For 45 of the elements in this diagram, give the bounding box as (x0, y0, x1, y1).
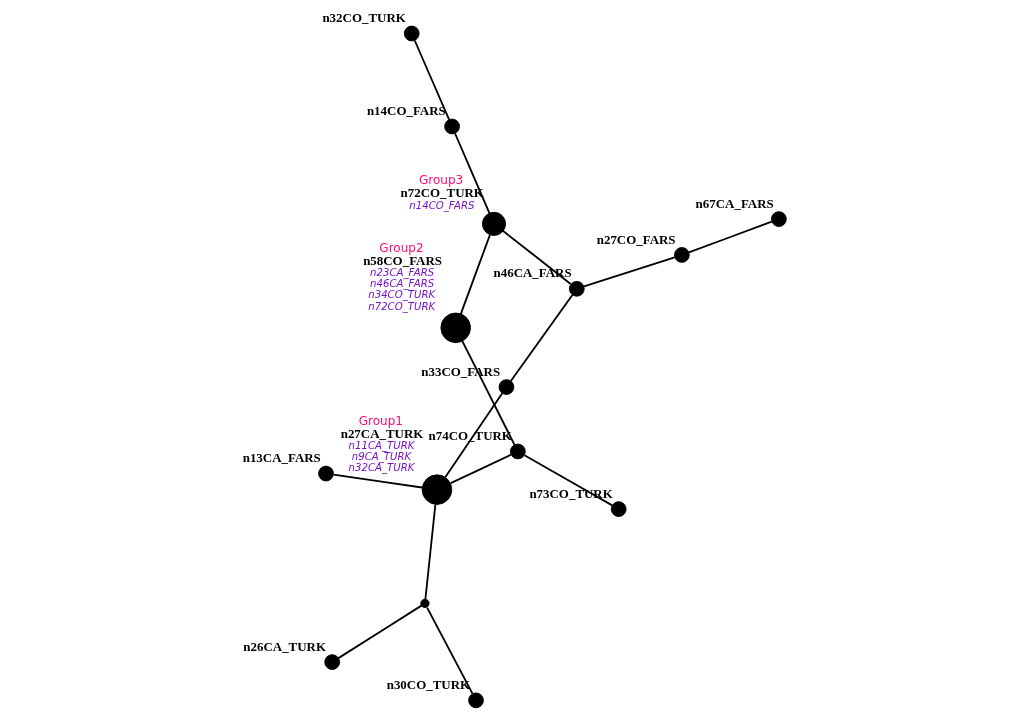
node-circle (770, 211, 787, 227)
node-label: n14CO_FARS (366, 103, 446, 119)
connector (687, 220, 773, 254)
node-label: n32CA_TURK (348, 462, 414, 474)
node-label: n32CO_TURK (321, 10, 406, 26)
connector (509, 294, 573, 382)
node-label: n26CA_TURK (242, 638, 326, 654)
node-circle (481, 211, 506, 236)
node-label: Group1 (358, 413, 403, 428)
node-circle (419, 598, 430, 609)
connector (332, 473, 423, 489)
node-label: n11CA_TURK (348, 440, 414, 452)
node-circle (323, 654, 340, 670)
node-label: n67CA_FARS (695, 195, 774, 211)
node-label: n72CO_TURK (367, 300, 435, 312)
connector (337, 604, 422, 660)
node-label: n13CA_FARS (242, 450, 321, 466)
node-circle (568, 280, 585, 297)
node-label: n9CA_TURK (351, 451, 411, 463)
connector (453, 132, 490, 215)
node-label: n27CO_FARS (596, 231, 676, 247)
node-circle (421, 474, 452, 505)
connector (413, 39, 450, 121)
node-circle (317, 465, 334, 482)
node-circle (610, 501, 627, 517)
node-circle (467, 692, 484, 709)
connector (582, 256, 676, 288)
node-circle (673, 247, 690, 263)
node-circle (439, 312, 471, 344)
connector (449, 453, 512, 485)
node-label: n27CA_TURK (340, 425, 423, 441)
node-label: n30CO_TURK (386, 676, 470, 692)
connector (459, 234, 491, 315)
node-circle (509, 443, 526, 460)
node-label: n23CA_FARS (369, 267, 434, 279)
node-label: Group2 (378, 240, 424, 255)
connector (425, 606, 473, 695)
node-label: n14CO_FARS (408, 199, 475, 211)
node-circle (403, 25, 420, 42)
node-circle (443, 118, 460, 135)
node-label: Group3 (418, 173, 463, 188)
connector (423, 503, 436, 601)
node-label: n34CO_TURK (367, 289, 435, 301)
node-label: n46CA_FARS (369, 278, 434, 290)
node-circle (498, 379, 514, 395)
